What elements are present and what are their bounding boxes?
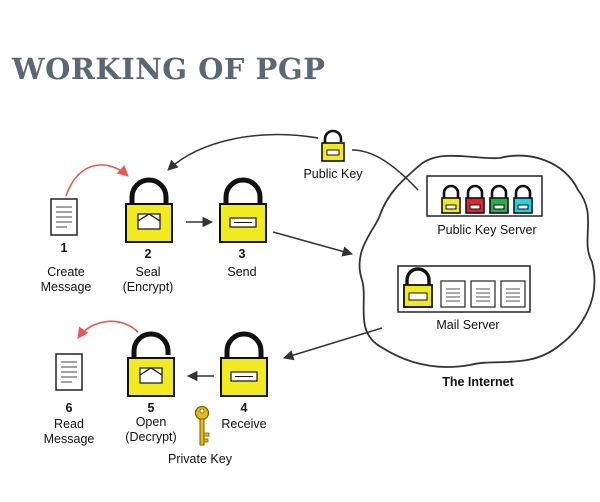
public-key-server-label: Public Key Server bbox=[437, 223, 536, 237]
padlock-seal-icon bbox=[125, 177, 173, 243]
step-5-label-line1: Open bbox=[136, 415, 167, 429]
arrow-internet-to-receive bbox=[282, 327, 383, 361]
step-5-label-line2: (Decrypt) bbox=[125, 430, 176, 444]
step-6-label-line1: Read bbox=[54, 417, 84, 431]
step-5-number: 5 bbox=[148, 401, 155, 415]
mail-server-letter-1 bbox=[440, 280, 466, 308]
step-6-label-line2: Message bbox=[44, 432, 95, 446]
step-2-label-line1: Seal bbox=[135, 265, 160, 279]
arrow-open-to-read bbox=[77, 320, 139, 339]
internet-label: The Internet bbox=[442, 375, 514, 389]
step-1-label-line1: Create bbox=[47, 265, 85, 279]
mail-server-label: Mail Server bbox=[436, 318, 499, 332]
key-icon bbox=[194, 405, 210, 446]
document-icon-create bbox=[50, 198, 78, 236]
step-2-label-line2: (Encrypt) bbox=[123, 280, 174, 294]
mail-server-letter-3 bbox=[500, 280, 526, 308]
step-3-number: 3 bbox=[239, 247, 246, 261]
page-title: WORKING OF PGP bbox=[12, 52, 326, 86]
public-key-label: Public Key bbox=[303, 167, 363, 181]
mail-server-letter-2 bbox=[470, 280, 496, 308]
padlock-send-icon bbox=[219, 177, 267, 243]
arrow-public-key-to-seal bbox=[167, 133, 319, 171]
public-key-lock-icon bbox=[321, 129, 345, 162]
arrow-server-to-public-key bbox=[351, 149, 419, 191]
padlock-receive-icon bbox=[220, 331, 268, 397]
server-lock-yellow bbox=[441, 184, 461, 214]
document-icon-read bbox=[55, 353, 83, 391]
padlock-open-icon bbox=[127, 331, 175, 397]
step-6-number: 6 bbox=[66, 401, 73, 415]
step-4-number: 4 bbox=[241, 401, 248, 415]
step-1-number: 1 bbox=[61, 241, 68, 255]
server-lock-green bbox=[489, 184, 509, 214]
server-lock-cyan bbox=[513, 184, 533, 214]
step-4-label-line1: Receive bbox=[221, 417, 266, 431]
private-key-label: Private Key bbox=[168, 452, 233, 466]
step-3-label-line1: Send bbox=[227, 265, 256, 279]
mail-server-lock bbox=[403, 267, 433, 308]
arrow-send-to-internet bbox=[272, 231, 354, 257]
arrow-create-to-seal bbox=[65, 164, 129, 197]
step-2-number: 2 bbox=[145, 247, 152, 261]
step-1-label-line2: Message bbox=[41, 280, 92, 294]
server-lock-red bbox=[465, 184, 485, 214]
